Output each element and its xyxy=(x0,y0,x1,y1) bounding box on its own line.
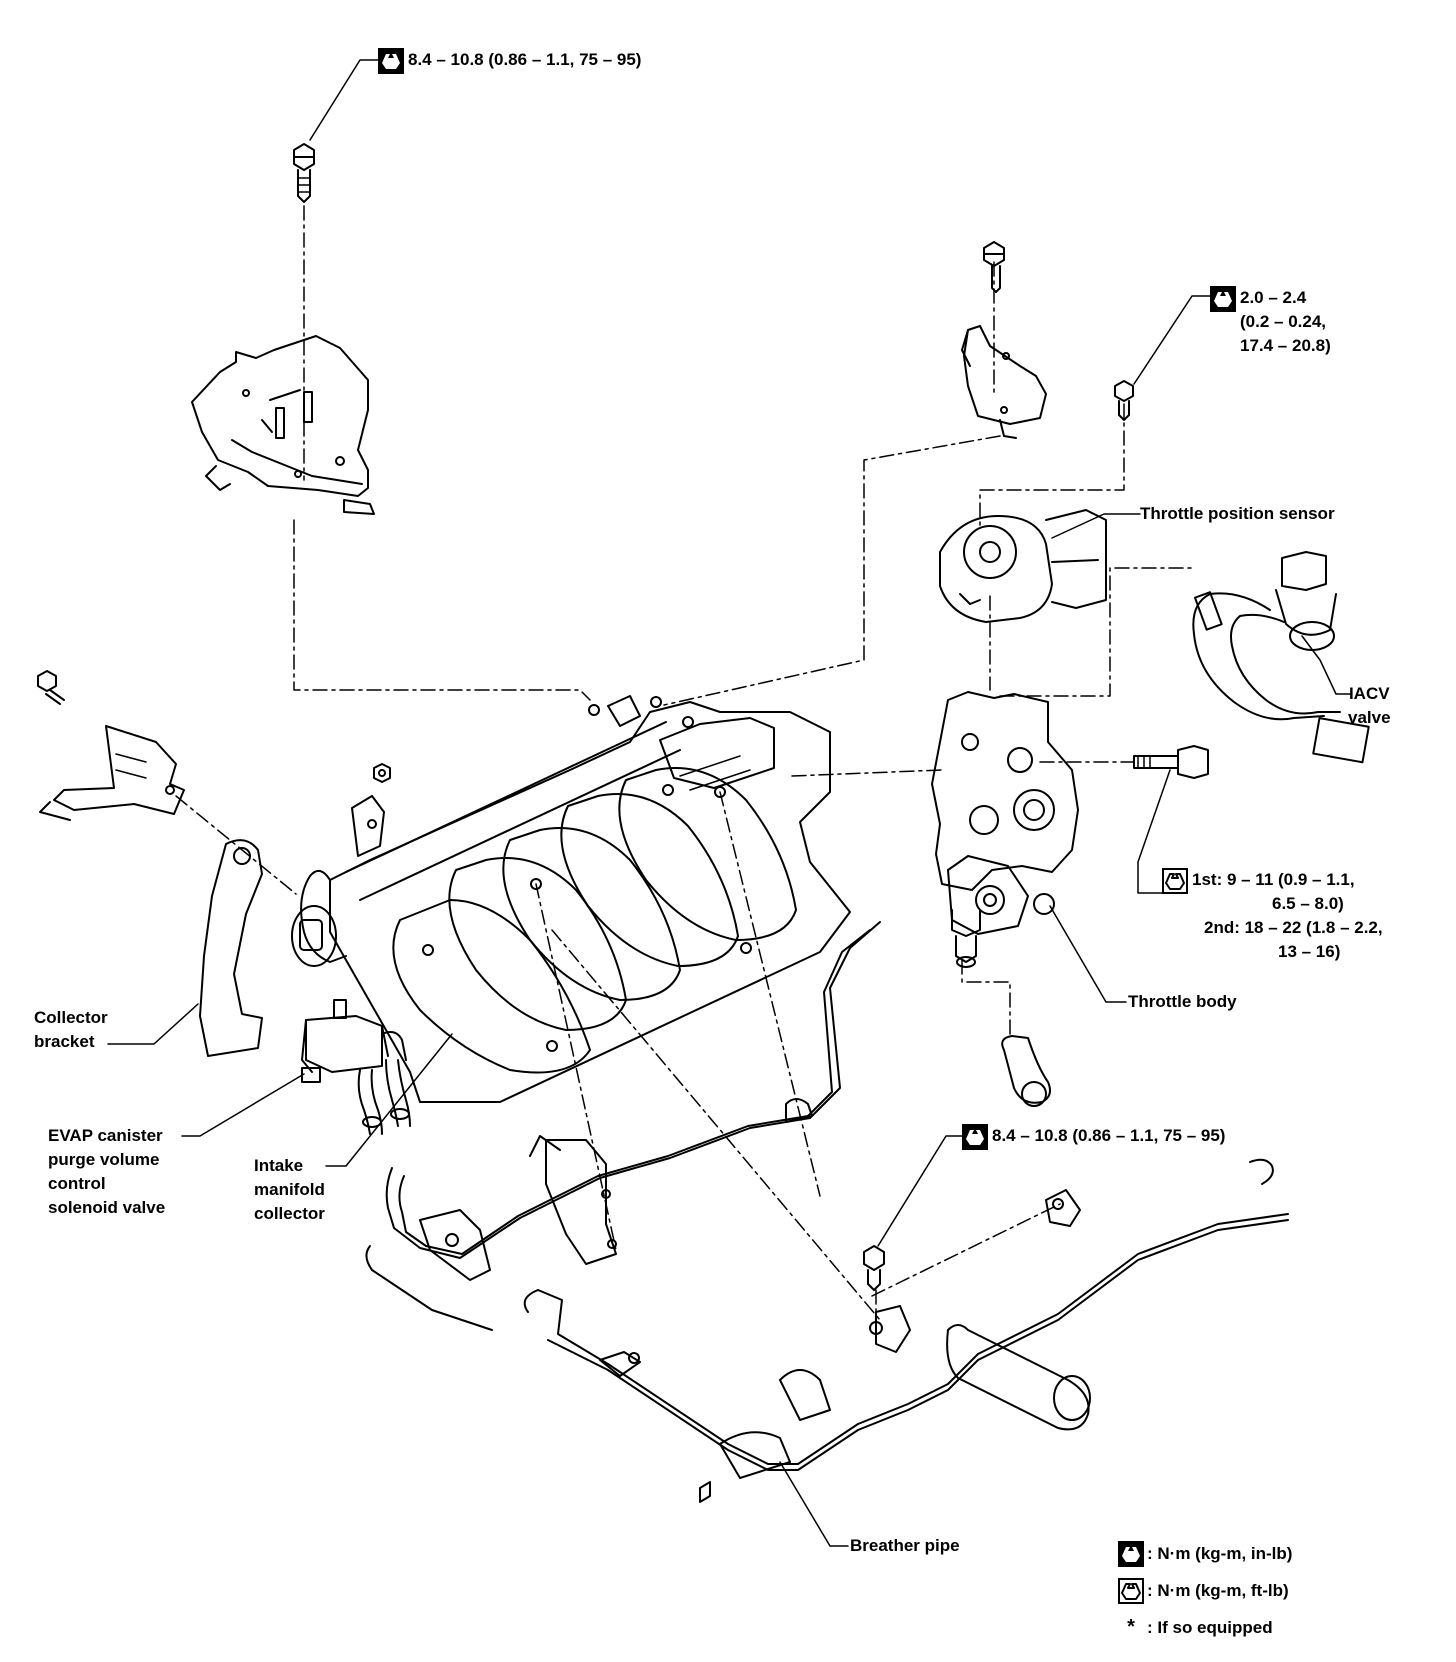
intake-manifold-collector-part xyxy=(291,695,851,1103)
collector-bracket-part xyxy=(199,839,263,1057)
intake-manifold-collector-label: Intake manifold collector xyxy=(254,1156,325,1223)
torque-wrench-outline-icon xyxy=(1162,868,1188,894)
alignment-lines xyxy=(175,205,1195,1321)
left-bracket-bolt xyxy=(37,670,185,821)
throttle-position-sensor-part xyxy=(939,509,1107,623)
legend-item-in-lb: : N·m (kg-m, in-lb) xyxy=(1115,1535,1292,1572)
breather-pipe-part xyxy=(523,1158,1289,1503)
evap-solenoid-valve-part xyxy=(301,999,411,1135)
torque-wrench-outline-icon xyxy=(1118,1577,1144,1604)
throttle-body-part xyxy=(931,691,1079,968)
small-hose xyxy=(1001,1035,1051,1107)
coolant-tube-assembly xyxy=(365,921,881,1331)
torque-wrench-filled-icon xyxy=(962,1124,988,1150)
top-bolt-torque-label: 8.4 – 10.8 (0.86 – 1.1, 75 – 95) xyxy=(378,48,641,74)
iacv-valve-label: IACV valve xyxy=(1348,684,1391,727)
throttle-bolt-torque-label: 1st: 9 – 11 (0.9 – 1.1, 6.5 – 8.0) 2nd: … xyxy=(1162,868,1383,964)
tps-bracket xyxy=(961,241,1047,439)
tps-screw xyxy=(1114,380,1134,421)
breather-pipe-label: Breather pipe xyxy=(850,1536,960,1555)
collector-bracket-label: Collector bracket xyxy=(34,1008,108,1051)
evap-valve-label: EVAP canister purge volume control solen… xyxy=(48,1126,166,1217)
pipe-bolt-torque-label: 8.4 – 10.8 (0.86 – 1.1, 75 – 95) xyxy=(962,1124,1225,1150)
legend-item-if-equipped: * : If so equipped xyxy=(1115,1609,1292,1646)
legend: : N·m (kg-m, in-lb) : N·m (kg-m, ft-lb) … xyxy=(1115,1535,1292,1646)
throttle-body-label: Throttle body xyxy=(1128,992,1237,1011)
upper-cover xyxy=(191,335,375,515)
torque-wrench-filled-icon xyxy=(1210,286,1236,312)
torque-wrench-filled-icon xyxy=(378,48,404,74)
throttle-position-sensor-label: Throttle position sensor xyxy=(1140,504,1335,523)
asterisk-symbol: * xyxy=(1127,1616,1135,1638)
leader-lines xyxy=(107,59,1351,1547)
throttle-body-bolt xyxy=(1133,745,1209,779)
legend-item-ft-lb: : N·m (kg-m, ft-lb) xyxy=(1115,1572,1292,1609)
top-bolt xyxy=(293,143,315,203)
tps-screw-torque-label: 2.0 – 2.4 (0.2 – 0.24, 17.4 – 20.8) xyxy=(1210,286,1331,358)
iacv-valve-part xyxy=(1192,551,1370,764)
pipe-bolt xyxy=(863,1245,885,1291)
manifold-nut xyxy=(373,763,391,783)
torque-wrench-filled-icon xyxy=(1118,1540,1144,1567)
